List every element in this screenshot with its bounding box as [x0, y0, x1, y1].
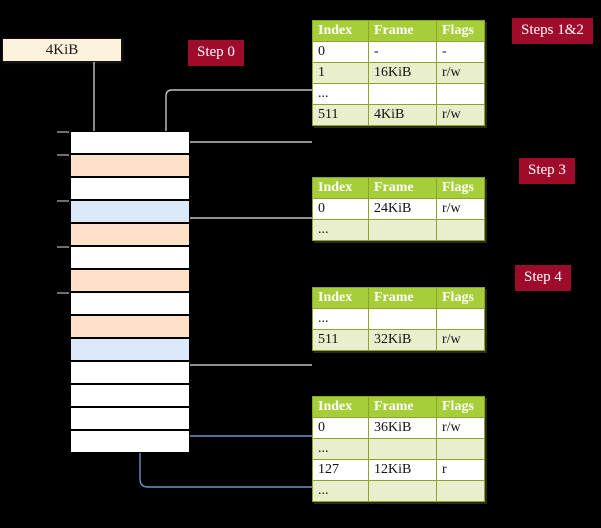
cell-index: 0 [312, 198, 369, 220]
memory-frame-row[interactable] [70, 361, 190, 384]
table-row: 0-- [312, 41, 485, 63]
cell-flags: r/w [436, 104, 485, 126]
step-badge-step0: Step 0 [188, 40, 244, 66]
cell-flags: r/w [436, 329, 485, 351]
memory-tick-mark [57, 154, 69, 156]
step-badge-label: Step 3 [528, 162, 566, 178]
table-row: ... [312, 219, 485, 241]
memory-tick-mark [57, 246, 69, 248]
column-header-frame: Frame [368, 287, 437, 309]
cell-frame: 24KiB [368, 198, 437, 220]
cell-frame: 16KiB [368, 62, 437, 84]
memory-frame-row[interactable] [70, 430, 190, 453]
memory-tick-mark [57, 200, 69, 202]
cell-index: 0 [312, 41, 369, 63]
cell-frame [368, 480, 437, 502]
cell-frame: 12KiB [368, 459, 437, 481]
cell-flags: - [436, 41, 485, 63]
memory-frame-row[interactable] [70, 269, 190, 292]
cell-flags [436, 438, 485, 460]
step-badge-label: Step 4 [524, 269, 562, 285]
cell-flags: r [436, 459, 485, 481]
cell-flags [436, 480, 485, 502]
table-row: ... [312, 308, 485, 330]
memory-frame-row[interactable] [70, 154, 190, 177]
cell-index: 127 [312, 459, 369, 481]
cell-frame: 36KiB [368, 417, 437, 439]
cell-frame [368, 438, 437, 460]
column-header-flags: Flags [436, 396, 485, 418]
step-badge-label: Steps 1&2 [521, 22, 584, 38]
cell-flags [436, 308, 485, 330]
memory-frame-row[interactable] [70, 292, 190, 315]
table-row: ... [312, 480, 485, 502]
frame-4kib-label: 4KiB [45, 41, 79, 58]
cell-flags: r/w [436, 62, 485, 84]
cell-frame [368, 219, 437, 241]
cell-index: 511 [312, 104, 369, 126]
cell-index: ... [312, 219, 369, 241]
cell-index: ... [312, 308, 369, 330]
column-header-frame: Frame [368, 396, 437, 418]
column-header-frame: Frame [368, 20, 437, 42]
cell-index: ... [312, 480, 369, 502]
column-header-index: Index [312, 396, 369, 418]
step-badge-label: Step 0 [197, 44, 235, 60]
column-header-flags: Flags [436, 20, 485, 42]
cell-frame [368, 308, 437, 330]
table-row: ... [312, 83, 485, 105]
column-header-index: Index [312, 20, 369, 42]
memory-tick-mark [57, 131, 69, 133]
connector-pml4-row1 [165, 89, 312, 300]
cell-flags: r/w [436, 417, 485, 439]
memory-frame-row[interactable] [70, 223, 190, 246]
cell-flags [436, 83, 485, 105]
cell-index: ... [312, 83, 369, 105]
memory-frame-row[interactable] [70, 338, 190, 361]
memory-frame-row[interactable] [70, 384, 190, 407]
column-header-frame: Frame [368, 177, 437, 199]
memory-column [57, 131, 190, 453]
step-badge-step4: Step 4 [515, 265, 571, 291]
column-header-index: Index [312, 287, 369, 309]
cell-frame: 4KiB [368, 104, 437, 126]
cell-flags [436, 219, 485, 241]
frame-4kib-box[interactable]: 4KiB [2, 38, 122, 62]
cell-frame: 32KiB [368, 329, 437, 351]
memory-frame-row[interactable] [70, 407, 190, 430]
column-header-flags: Flags [436, 177, 485, 199]
cell-index: 511 [312, 329, 369, 351]
column-header-index: Index [312, 177, 369, 199]
table-row: ... [312, 438, 485, 460]
column-header-flags: Flags [436, 287, 485, 309]
step-badge-step3: Step 3 [519, 158, 575, 184]
memory-tick-mark [57, 292, 69, 294]
cell-index: 0 [312, 417, 369, 439]
cell-frame: - [368, 41, 437, 63]
connector-mem-to-pt-row127 [139, 328, 312, 488]
cell-index: 1 [312, 62, 369, 84]
cell-frame [368, 83, 437, 105]
memory-frame-row[interactable] [70, 177, 190, 200]
cell-index: ... [312, 438, 369, 460]
memory-frame-row[interactable] [70, 246, 190, 269]
cell-flags: r/w [436, 198, 485, 220]
step-badge-steps12: Steps 1&2 [512, 18, 593, 44]
